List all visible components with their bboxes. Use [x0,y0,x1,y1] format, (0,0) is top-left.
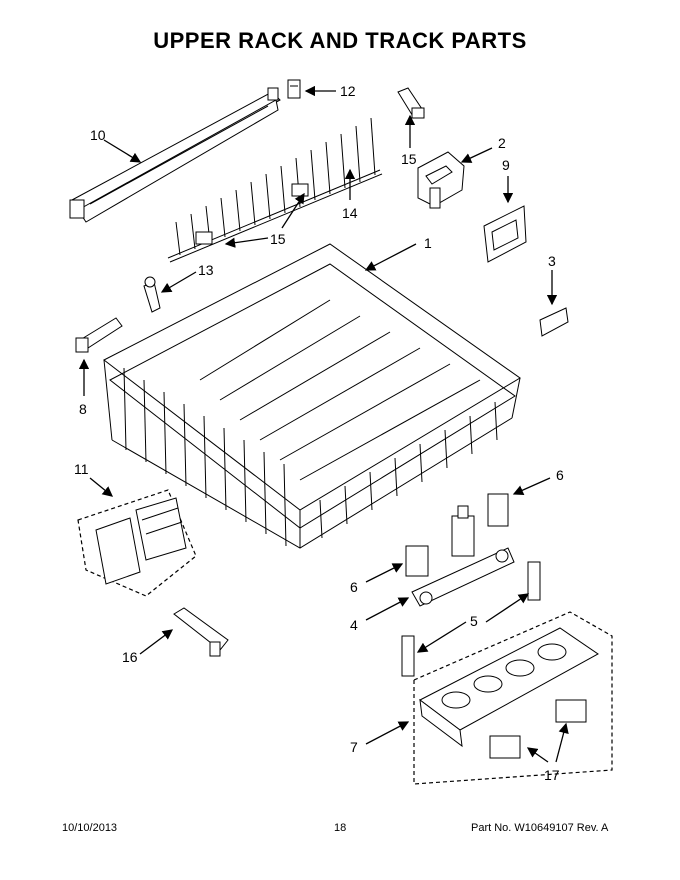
callout-13: 13 [198,262,214,278]
handle-assembly-group [77,489,197,597]
adjuster-housing-part [417,151,465,209]
footer-page-number: 18 [334,822,347,834]
adjuster-slide-part [411,505,515,607]
footer-part-info: Part No. W10649107 Rev. A [471,822,609,834]
callout-6-lower: 6 [350,579,358,595]
end-stop-part-right [527,561,541,601]
tine-clip-part-upper [397,87,425,119]
rack-stop-part [75,317,123,353]
callout-15-upper: 15 [401,151,417,167]
bracket-part-3 [539,307,569,337]
hinge-part-right [555,699,587,723]
end-cap-part [287,79,301,99]
callout-6-upper: 6 [556,467,564,483]
callout-16: 16 [122,649,138,665]
callout-11: 11 [74,461,89,477]
callout-15-lower: 15 [270,231,286,247]
callout-8: 8 [79,401,87,417]
page-title: UPPER RACK AND TRACK PARTS [153,28,527,53]
clip-part-13 [143,276,161,313]
leader-lines [78,85,569,763]
hinge-part-left [489,735,521,759]
callout-1: 1 [424,235,432,251]
track-rail-part [69,87,281,223]
callout-5: 5 [470,613,478,629]
slide-clip-part-lower [405,545,429,577]
slide-clip-part-upper [487,493,509,527]
callout-12: 12 [340,83,356,99]
callout-7: 7 [350,739,358,755]
callout-10: 10 [90,127,106,143]
callout-4: 4 [350,617,358,633]
upper-rack-basket-part [103,243,521,549]
callout-labels: 10 12 15 2 9 14 15 1 3 13 8 11 6 6 4 5 1… [74,83,564,783]
latch-part-16 [173,607,229,657]
adjuster-cover-part [483,205,527,263]
end-stop-part-left [401,635,415,677]
callout-9: 9 [502,157,510,173]
callout-17: 17 [544,767,560,783]
cup-shelf-group [413,611,613,785]
footer-date: 10/10/2013 [62,822,118,834]
callout-14: 14 [342,205,358,221]
callout-3: 3 [548,253,556,269]
callout-2: 2 [498,135,506,151]
